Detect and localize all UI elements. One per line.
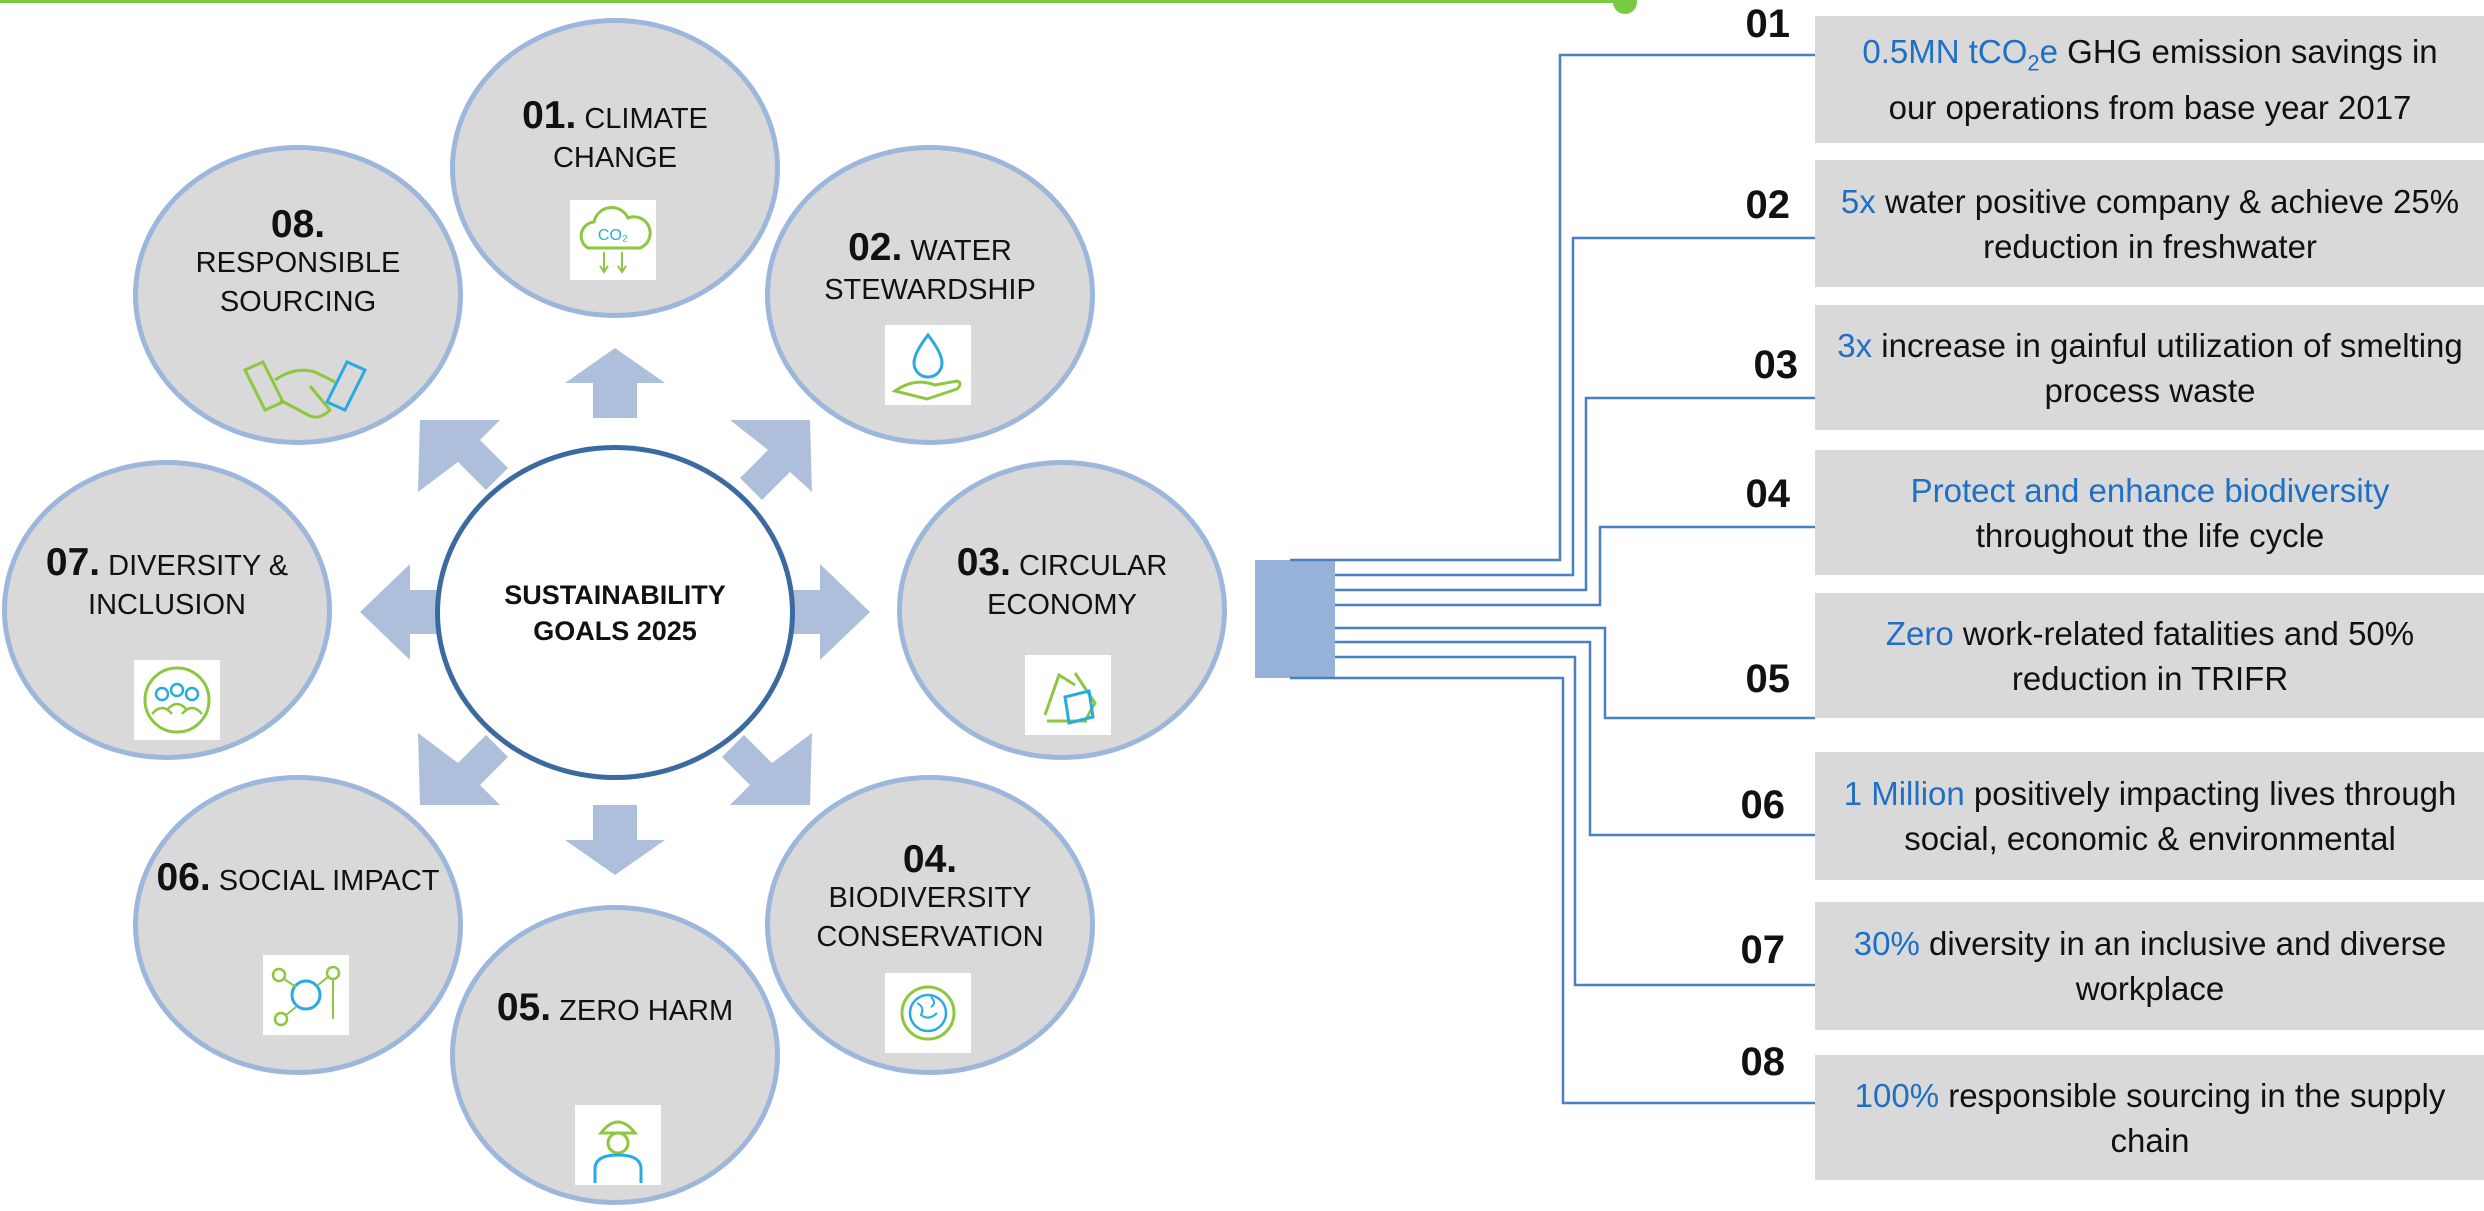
goal-title: BIODIVERSITY CONSERVATION: [816, 882, 1044, 953]
goal-number: 02.: [848, 226, 903, 269]
goal-title: ZERO HARM: [559, 995, 734, 1027]
goal-label-02: 02. WATER STEWARDSHIP: [780, 228, 1080, 310]
goal-label-01: 01. CLIMATE CHANGE: [465, 96, 765, 178]
target-text: responsible sourcing in the supply chain: [1939, 1076, 2446, 1159]
target-text: throughout the life cycle: [1975, 516, 2325, 554]
goal-label-03: 03. CIRCULAR ECONOMY: [912, 543, 1212, 625]
goal-number: 07.: [45, 541, 101, 584]
handshake-icon: [240, 350, 370, 425]
goal-number: 03.: [956, 541, 1011, 584]
target-box-01: 0.5MN tCO2e GHG emission savings in our …: [1815, 16, 2484, 143]
water-drop-hand-icon: [885, 325, 971, 405]
network-people-icon: [263, 955, 349, 1035]
arrow-up-left: [418, 420, 508, 492]
arrow-down: [565, 805, 665, 875]
center-title-line2: GOALS 2025: [533, 615, 697, 646]
goal-number: 04.: [902, 838, 958, 881]
target-box-02: 5x water positive company & achieve 25% …: [1815, 160, 2484, 287]
goal-title: SOCIAL IMPACT: [218, 865, 440, 897]
center-title-line1: SUSTAINABILITY: [504, 579, 726, 610]
svg-text:CO₂: CO₂: [598, 227, 628, 244]
goal-title: DIVERSITY & INCLUSION: [88, 550, 289, 621]
target-number-07: 07: [1740, 928, 1786, 972]
goal-circle-08: [133, 145, 463, 445]
arrow-left: [360, 564, 445, 660]
target-number-04: 04: [1745, 472, 1791, 516]
target-box-08: 100% responsible sourcing in the supply …: [1815, 1055, 2484, 1180]
goal-label-06: 06. SOCIAL IMPACT: [148, 858, 448, 901]
goal-label-08: 08. RESPONSIBLE SOURCING: [148, 205, 448, 322]
co2-cloud-icon: CO₂: [570, 200, 656, 280]
arrow-down-right: [722, 733, 812, 805]
goal-label-07: 07. DIVERSITY & INCLUSION: [17, 543, 317, 625]
arrow-up: [565, 348, 665, 418]
goal-label-05: 05. ZERO HARM: [465, 988, 765, 1031]
target-text: positively impacting lives through socia…: [1904, 775, 2457, 857]
target-highlight: Zero: [1885, 614, 1954, 652]
connector-lines: [1290, 53, 1815, 1105]
target-number-03: 03: [1753, 343, 1799, 387]
recycle-icon: [1025, 655, 1111, 735]
target-highlight: 5x: [1840, 182, 1876, 220]
worker-helmet-icon: [575, 1105, 661, 1185]
arrow-down-left: [418, 733, 508, 805]
goal-number: 01.: [522, 94, 577, 137]
target-number-02: 02: [1745, 183, 1791, 227]
target-highlight: 3x: [1837, 326, 1873, 364]
target-text: GHG emission savings in our operations f…: [1888, 32, 2438, 127]
arrow-up-right: [730, 420, 812, 500]
target-highlight: Protect and enhance biodiversity: [1910, 471, 2390, 509]
target-text: increase in gainful utilization of smelt…: [1872, 326, 2463, 409]
center-circle: SUSTAINABILITY GOALS 2025: [435, 445, 795, 780]
target-subscript: 2: [2027, 50, 2040, 76]
target-box-07: 30% diversity in an inclusive and divers…: [1815, 902, 2484, 1030]
target-highlight: 100%: [1854, 1076, 1940, 1114]
target-text: diversity in an inclusive and diverse wo…: [1919, 925, 2447, 1007]
goal-title: WATER STEWARDSHIP: [824, 235, 1036, 306]
goal-title: CLIMATE CHANGE: [552, 103, 708, 174]
target-number-01: 01: [1745, 2, 1791, 46]
target-text: work-related fatalities and 50% reductio…: [1953, 614, 2415, 697]
connector-block: [1255, 560, 1335, 678]
target-highlight: 30%: [1853, 925, 1920, 962]
target-box-04: Protect and enhance biodiversity through…: [1815, 450, 2484, 575]
target-box-06: 1 Million positively impacting lives thr…: [1815, 752, 2484, 880]
target-number-05: 05: [1745, 657, 1791, 701]
people-group-icon: [134, 660, 220, 740]
goal-title: CIRCULAR ECONOMY: [987, 550, 1168, 621]
goal-circle-03: [897, 460, 1227, 760]
goal-number: 08.: [270, 203, 326, 246]
goal-title: RESPONSIBLE SOURCING: [195, 247, 401, 318]
top-rule-end-dot: [1613, 0, 1637, 14]
target-highlight: 1 Million: [1843, 775, 1965, 812]
arrow-right: [785, 564, 870, 660]
target-number-06: 06: [1740, 783, 1786, 827]
globe-icon: [885, 973, 971, 1053]
target-box-05: Zero work-related fatalities and 50% red…: [1815, 593, 2484, 718]
target-number-08: 08: [1740, 1040, 1786, 1084]
target-text: water positive company & achieve 25% red…: [1875, 182, 2460, 265]
goal-label-04: 04. BIODIVERSITY CONSERVATION: [780, 840, 1080, 957]
target-box-03: 3x increase in gainful utilization of sm…: [1815, 305, 2484, 430]
target-highlight-suffix: e: [2039, 32, 2058, 70]
goal-number: 05.: [496, 986, 552, 1029]
target-highlight: 0.5MN tCO: [1862, 32, 2028, 70]
goal-number: 06.: [156, 856, 211, 899]
